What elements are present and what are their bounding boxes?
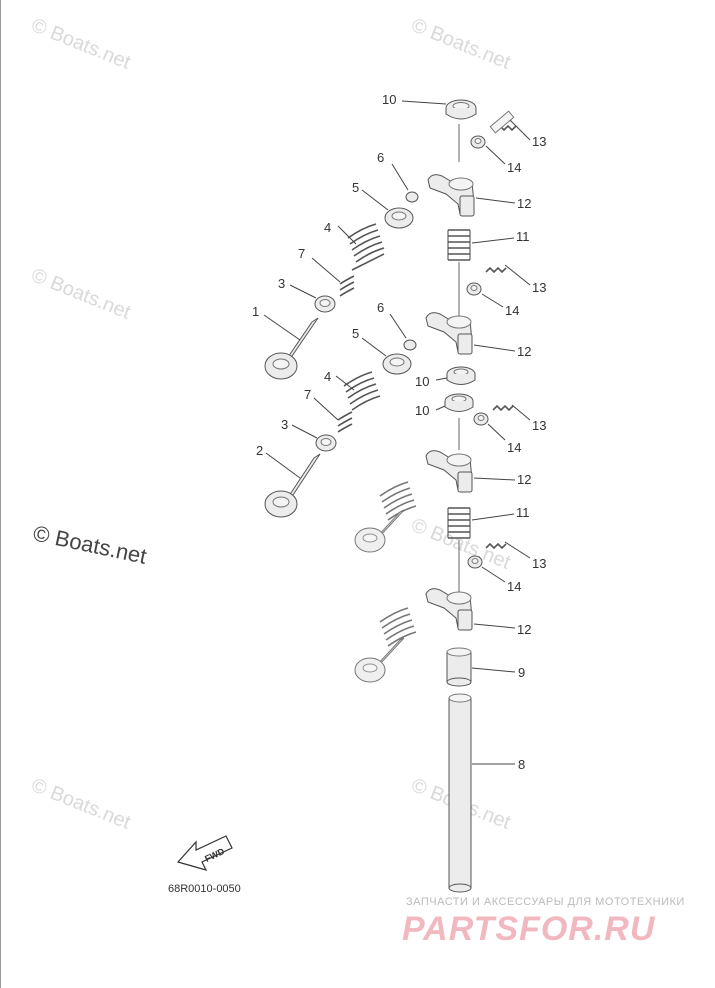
locknut-part — [470, 135, 486, 149]
valve-cotter-part — [403, 339, 417, 351]
label-12: 12 — [517, 472, 531, 487]
label-2: 2 — [256, 443, 263, 458]
watermark-group: © Boats.net © Boats.net © Boats.net © Bo… — [28, 14, 514, 834]
exhaust-valve-part — [264, 453, 321, 518]
adjusting-screw-part — [485, 542, 507, 550]
label-13: 13 — [532, 280, 546, 295]
locknut-part — [473, 412, 489, 426]
valve-stem-seal-part — [339, 275, 355, 297]
spring-retainer-part — [384, 207, 414, 229]
footer-brand-logo: PARTSFOR.RU — [402, 910, 656, 948]
valve-lifter-part — [446, 647, 472, 687]
label-13: 13 — [532, 134, 546, 149]
rocker-spring-part — [447, 507, 471, 539]
push-rod-part — [448, 693, 472, 893]
label-5: 5 — [352, 180, 359, 195]
intake-valve-part — [264, 317, 319, 380]
diagram-code: 68R0010-0050 — [168, 883, 241, 895]
spring-seat-part — [314, 295, 336, 313]
spring-retainer-part — [382, 353, 412, 375]
spring-seat-part — [315, 434, 337, 452]
label-11: 11 — [516, 505, 530, 520]
label-6: 6 — [377, 150, 384, 165]
fwd-arrow-icon: FWD — [176, 835, 233, 871]
rocker-arm-part — [427, 174, 475, 217]
label-7: 7 — [298, 246, 305, 261]
watermark: © Boats.net — [31, 520, 149, 568]
valve-seal-part — [444, 393, 474, 412]
label-4: 4 — [324, 369, 331, 384]
rocker-spring-part — [447, 229, 471, 261]
watermark: © Boats.net — [28, 774, 134, 834]
label-10: 10 — [415, 374, 429, 389]
label-10: 10 — [415, 403, 429, 418]
label-6: 6 — [377, 300, 384, 315]
label-12: 12 — [517, 622, 531, 637]
label-12: 12 — [517, 196, 531, 211]
watermark: © Boats.net — [28, 14, 134, 74]
label-3: 3 — [281, 417, 288, 432]
valve-stem-seal-part — [337, 411, 353, 433]
valve-seal-part — [445, 99, 477, 120]
label-7: 7 — [304, 387, 311, 402]
rocker-arm-part — [425, 588, 473, 631]
label-13: 13 — [532, 556, 546, 571]
adjusting-screw-part — [489, 110, 517, 134]
valve-assembly-ghost — [354, 607, 417, 683]
label-14: 14 — [507, 160, 521, 175]
adjusting-screw-part — [492, 404, 514, 412]
label-14: 14 — [507, 440, 521, 455]
valve-assembly-ghost — [354, 481, 417, 553]
footer-tagline: ЗАПЧАСТИ И АКСЕССУАРЫ ДЛЯ МОТОТЕХНИКИ — [406, 896, 685, 908]
label-1: 1 — [252, 304, 259, 319]
label-5: 5 — [352, 326, 359, 341]
rocker-arm-part — [425, 312, 473, 355]
label-11: 11 — [516, 229, 530, 244]
watermark: © Boats.net — [28, 264, 134, 324]
locknut-part — [466, 282, 482, 296]
label-8: 8 — [518, 757, 525, 772]
label-14: 14 — [507, 579, 521, 594]
label-4: 4 — [324, 220, 331, 235]
valve-seal-part — [446, 366, 476, 385]
valve-cotter-part — [405, 191, 419, 203]
label-10: 10 — [382, 92, 396, 107]
label-9: 9 — [518, 665, 525, 680]
label-13: 13 — [532, 418, 546, 433]
label-12: 12 — [517, 344, 531, 359]
locknut-part — [467, 555, 483, 569]
label-3: 3 — [278, 276, 285, 291]
watermark: © Boats.net — [408, 14, 514, 74]
valve-spring-part — [347, 223, 385, 271]
rocker-arm-part — [425, 450, 473, 493]
label-14: 14 — [505, 303, 519, 318]
valve-spring-part — [343, 371, 381, 411]
adjusting-screw-part — [485, 266, 507, 274]
